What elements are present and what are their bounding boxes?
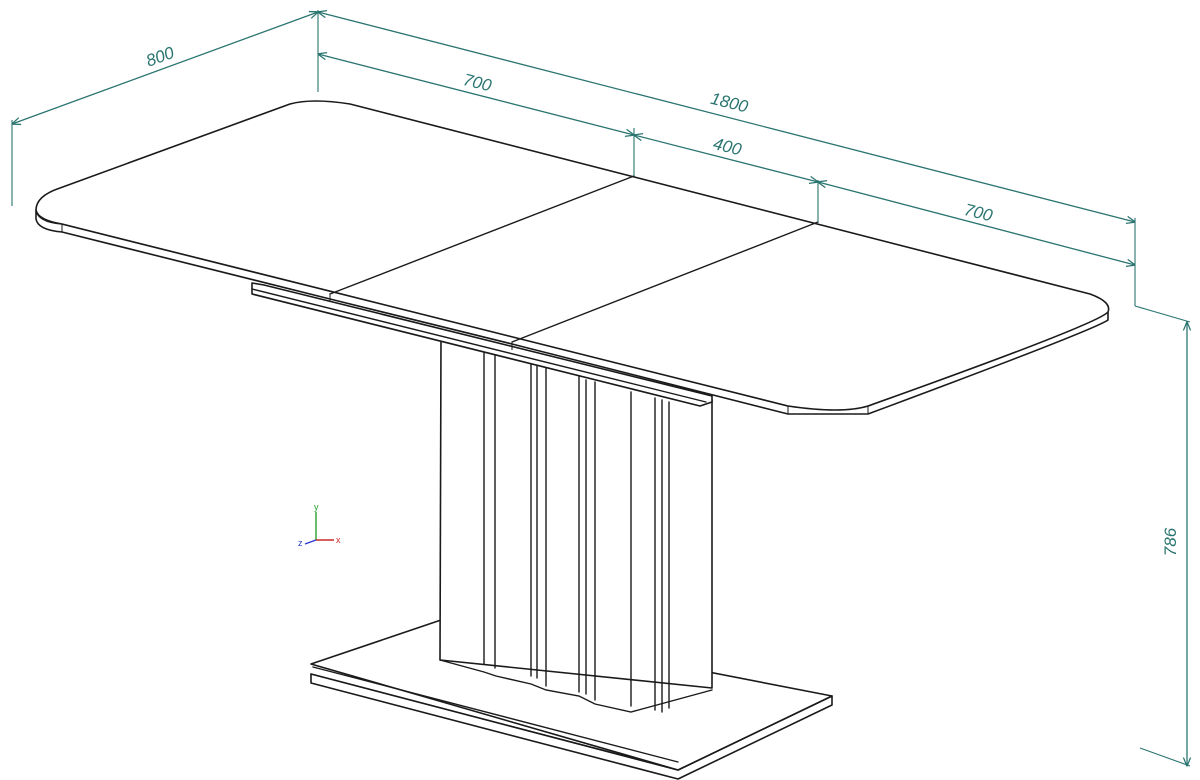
dim-label-786: 786 bbox=[1161, 527, 1180, 556]
axis-z-label: z bbox=[298, 538, 303, 548]
base-plate-inner-edge bbox=[312, 666, 679, 763]
dim-line-800 bbox=[12, 12, 318, 124]
ext-line-height-top bbox=[1134, 305, 1191, 323]
axis-z-line bbox=[304, 539, 317, 545]
ext-line-height-bottom bbox=[1139, 747, 1191, 767]
dim-line-700-left bbox=[318, 54, 634, 135]
axis-y-label: y bbox=[314, 502, 319, 512]
table-frame bbox=[251, 282, 713, 407]
dim-line-700-right bbox=[818, 182, 1135, 265]
dim-line-400 bbox=[634, 135, 818, 182]
frame-rail-edge bbox=[251, 288, 707, 403]
column-bottom-edge bbox=[439, 659, 713, 713]
xyz-axis-icon: y x z bbox=[298, 502, 341, 548]
right-leaf-seam bbox=[511, 221, 819, 343]
base-plate-edge bbox=[310, 673, 833, 771]
dim-label-1800: 1800 bbox=[709, 89, 751, 117]
dim-label-800: 800 bbox=[144, 43, 178, 71]
fluted-column bbox=[439, 337, 713, 713]
axis-x-label: x bbox=[336, 535, 341, 545]
